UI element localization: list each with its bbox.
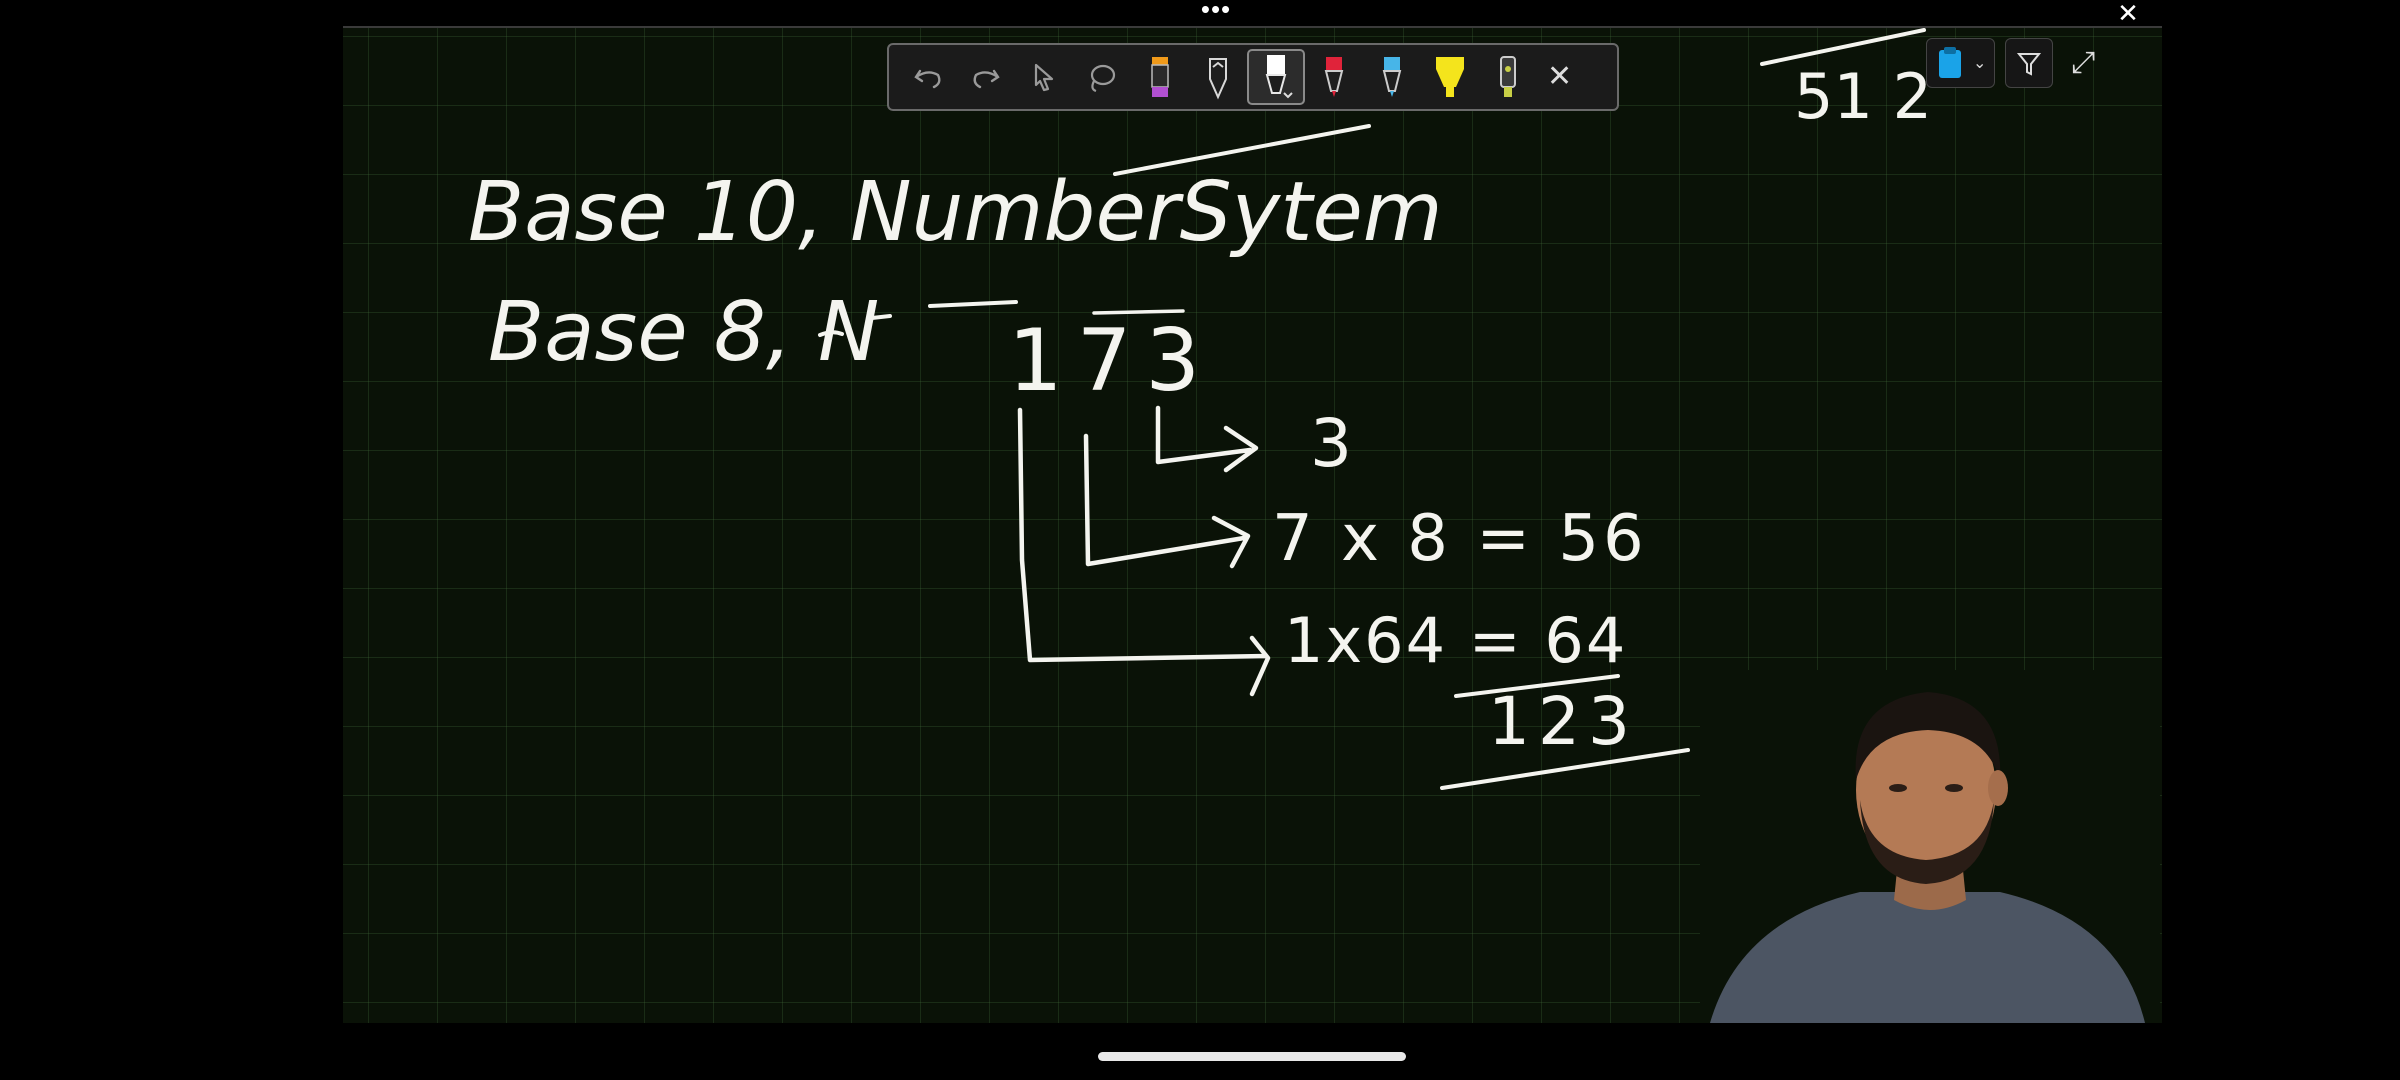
overline (1092, 309, 1185, 315)
total-result: 123 (1488, 683, 1638, 760)
blue-pen-button[interactable] (1363, 49, 1421, 105)
undo-icon (914, 69, 941, 89)
arrow-eights (1083, 433, 1251, 569)
chevron-down-icon: ⌄ (1973, 55, 1987, 72)
yellow-highlighter-icon (1436, 57, 1464, 97)
step-1-result: 3 (1310, 405, 1352, 482)
redo-button[interactable] (957, 49, 1015, 105)
purple-pen-icon (1151, 57, 1169, 97)
sum-line-top (1454, 674, 1620, 698)
expand-icon[interactable]: ⤢ (2071, 46, 2096, 79)
purple-pen-button[interactable] (1131, 49, 1189, 105)
window-top-border (343, 26, 2162, 28)
eraser-icon (1500, 56, 1516, 97)
title-line-1: Base 10, NumberSytem (468, 165, 1443, 260)
lasso-button[interactable] (1073, 49, 1131, 105)
arrow-sixtyfours (1017, 407, 1271, 697)
octal-number: 173 (1008, 311, 1214, 411)
home-indicator[interactable] (1098, 1052, 1406, 1061)
ink-toolbar: ✕ (887, 43, 1619, 111)
step-3-result: 1x64 = 64 (1284, 604, 1627, 677)
whiteboard-canvas[interactable] (343, 26, 2162, 1023)
sum-line-bottom (1440, 748, 1690, 790)
window-more-button[interactable]: ••• (1200, 0, 1232, 24)
funnel-icon (2017, 53, 2042, 76)
select-cursor-icon (1034, 63, 1054, 92)
pencil-icon (1209, 58, 1227, 100)
red-pen-button[interactable] (1305, 49, 1363, 105)
lasso-icon (1090, 64, 1116, 93)
white-pen-button[interactable] (1247, 49, 1305, 105)
clipboard-icon (1939, 47, 1961, 78)
red-pen-icon (1324, 57, 1344, 97)
presenter-video (1700, 670, 2160, 1023)
window-close-button[interactable]: ✕ (2117, 0, 2139, 28)
presenter-image (1700, 670, 2160, 1023)
blue-pen-icon (1382, 57, 1402, 97)
pencil-button[interactable] (1189, 49, 1247, 105)
corner-stroke (1760, 28, 1926, 66)
eraser-button[interactable] (1479, 49, 1537, 105)
clipboard-dropdown[interactable]: ⌄ (1926, 38, 1996, 88)
ink-stroke (1113, 124, 1371, 176)
yellow-highlighter-button[interactable] (1421, 49, 1479, 105)
title-line-2: Base 8, N (488, 285, 879, 380)
redo-icon (973, 69, 1000, 89)
right-toolbar: ⌄ ⤢ (1926, 38, 2103, 88)
white-pen-icon (1265, 55, 1293, 99)
step-2-result: 7 x 8 = 56 (1272, 502, 1648, 576)
select-button[interactable] (1015, 49, 1073, 105)
arrow-units (1155, 405, 1259, 473)
corner-fragment: 51 2 (1794, 60, 1932, 133)
undo-button[interactable] (899, 49, 957, 105)
filter-button[interactable] (2005, 38, 2054, 88)
toolbar-close-button[interactable]: ✕ (1547, 60, 1573, 93)
dash-trail (818, 300, 1018, 337)
